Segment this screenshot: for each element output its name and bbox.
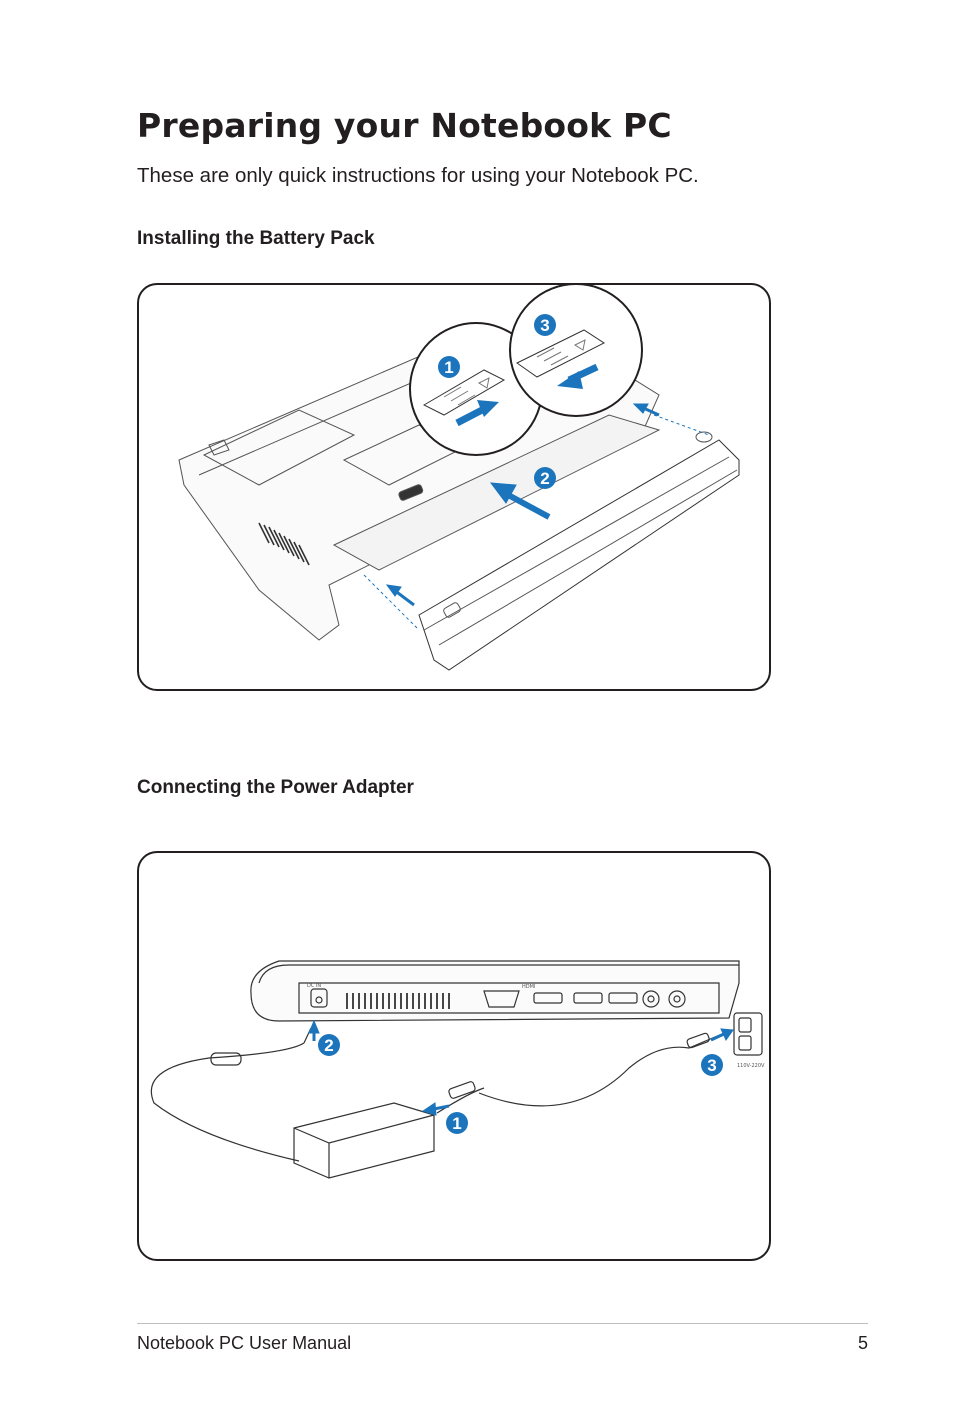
power-step-3-badge: 3: [707, 1056, 716, 1075]
intro-text: These are only quick instructions for us…: [137, 164, 699, 187]
power-step-2-badge: 2: [324, 1036, 333, 1055]
battery-step-2-badge: 2: [540, 469, 549, 488]
power-adapter-illustration: 110V-220V DC IN HDMI 2 1 3: [137, 851, 771, 1261]
battery-diagram: 1 3 2: [178, 285, 740, 671]
footer-divider: [137, 1323, 868, 1324]
power-step-1-badge: 1: [452, 1114, 461, 1133]
power-diagram: 110V-220V DC IN HDMI 2 1 3: [150, 960, 765, 1179]
page-title: Preparing your Notebook PC: [137, 106, 672, 145]
hdmi-port-label: HDMI: [522, 984, 535, 990]
battery-step-3-badge: 3: [540, 316, 549, 335]
footer-manual-name: Notebook PC User Manual: [137, 1333, 352, 1353]
battery-install-illustration: 1 3 2: [137, 283, 771, 691]
outlet-voltage-label: 110V-220V: [737, 1063, 765, 1069]
battery-step-1-badge: 1: [444, 358, 453, 377]
power-section-heading: Connecting the Power Adapter: [137, 777, 414, 798]
footer-page-number: 5: [857, 1333, 868, 1353]
dc-in-port-label: DC IN: [307, 983, 321, 989]
battery-section-heading: Installing the Battery Pack: [137, 228, 375, 249]
